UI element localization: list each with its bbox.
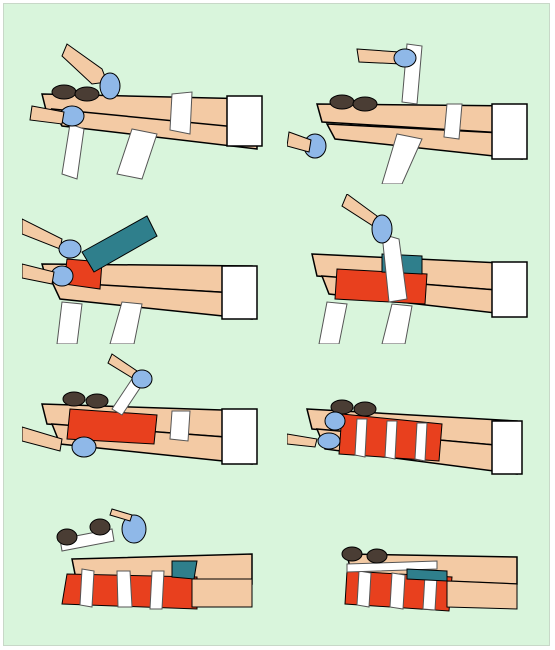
illustration-frame	[3, 3, 550, 646]
legs-icon	[22, 194, 282, 344]
step-6-panel	[287, 349, 547, 499]
step-5-panel	[22, 349, 282, 499]
legs-icon	[22, 34, 282, 184]
step-2-panel	[287, 34, 547, 184]
step-4-panel	[287, 194, 547, 344]
legs-icon	[287, 349, 547, 499]
legs-icon	[22, 349, 282, 499]
legs-icon	[287, 34, 547, 184]
legs-icon	[22, 499, 282, 649]
gloved-hand-icon	[100, 73, 120, 99]
step-8-panel	[287, 499, 547, 649]
legs-icon	[287, 499, 547, 649]
legs-icon	[287, 194, 547, 344]
step-1-panel	[22, 34, 282, 184]
step-3-panel	[22, 194, 282, 344]
step-7-panel	[22, 499, 282, 649]
